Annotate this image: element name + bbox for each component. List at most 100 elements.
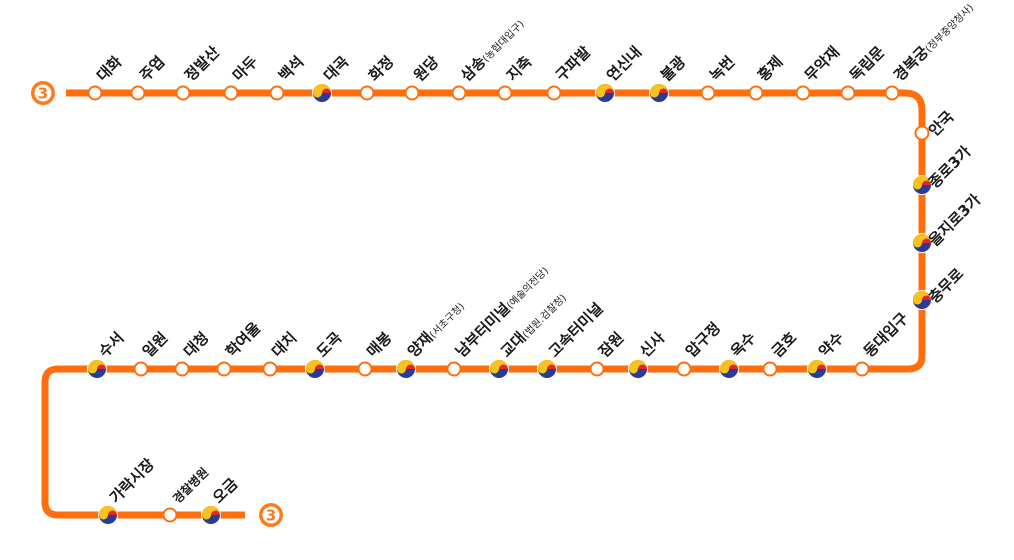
line-badge-end: 3: [259, 503, 283, 527]
station-label: 금호: [768, 328, 800, 360]
transfer-marker-icon: [201, 505, 221, 525]
station-name: 매봉: [363, 328, 395, 360]
station-label: 홍제: [754, 53, 786, 85]
station-name: 무악재: [801, 43, 843, 85]
station-label: 원당: [410, 52, 442, 84]
station-name: 옥수: [727, 328, 759, 360]
station-dot-icon: [676, 361, 692, 377]
transfer-marker-icon: [312, 83, 332, 103]
station-label: 신사: [636, 328, 668, 360]
station-label: 주엽: [136, 53, 168, 85]
station-name: 잠원: [595, 329, 627, 361]
station-name: 수서: [95, 329, 127, 361]
station-name: 을지로3가: [925, 191, 984, 250]
station-label: 지축: [503, 52, 535, 84]
station-name: 약수: [815, 328, 847, 360]
station-name: 구파발: [552, 43, 594, 85]
station-label: 불광: [657, 52, 689, 84]
station-label: 구파발: [552, 43, 594, 85]
station-dot-icon: [130, 85, 146, 101]
station-name: 지축: [503, 52, 535, 84]
transfer-marker-icon: [595, 83, 615, 103]
station-label: 일원: [139, 329, 171, 361]
transfer-marker-icon: [912, 233, 932, 253]
transfer-marker-icon: [489, 359, 509, 379]
station-name: 연신내: [603, 43, 645, 85]
station-dot-icon: [748, 85, 764, 101]
station-dot-icon: [700, 85, 716, 101]
station-label: 화정: [365, 53, 397, 85]
station-8[interactable]: 삼송(농협대입구): [451, 14, 528, 101]
station-name: 오금: [209, 474, 241, 506]
station-name: 일원: [139, 329, 171, 361]
station-subtitle: (예술의전당): [504, 265, 551, 312]
station-name: 원당: [410, 52, 442, 84]
station-name: 홍제: [754, 53, 786, 85]
station-name: 화정: [365, 53, 397, 85]
station-subtitle: (서초구청): [427, 301, 467, 341]
station-dot-icon: [262, 361, 278, 377]
station-label: 정발산: [181, 43, 223, 85]
station-name: 종로3가: [925, 142, 975, 192]
line-badge-start: 3: [31, 81, 55, 105]
transfer-marker-icon: [912, 175, 932, 195]
station-name: 녹번: [706, 53, 738, 85]
station-name: 금호: [768, 328, 800, 360]
transfer-marker-icon: [807, 359, 827, 379]
station-name: 가락시장: [106, 455, 158, 507]
station-name: 독립문: [846, 43, 888, 85]
station-name: 신사: [636, 328, 668, 360]
station-name: 경찰병원: [170, 464, 212, 506]
station-dot-icon: [223, 85, 239, 101]
station-label: 가락시장: [106, 455, 158, 507]
station-label: 옥수: [727, 328, 759, 360]
station-label: 대화: [93, 52, 125, 84]
station-name: 안국: [925, 107, 957, 139]
transfer-marker-icon: [719, 359, 739, 379]
station-dot-icon: [884, 85, 900, 101]
station-dot-icon: [175, 85, 191, 101]
transfer-marker-icon: [628, 359, 648, 379]
station-dot-icon: [162, 507, 178, 523]
station-name: 학여울: [222, 319, 264, 361]
station-label: 도곡: [313, 328, 345, 360]
station-label: 연신내: [603, 43, 645, 85]
station-dot-icon: [357, 361, 373, 377]
station-label: 매봉: [363, 328, 395, 360]
station-dot-icon: [497, 85, 513, 101]
station-label: 마두: [229, 52, 261, 84]
transfer-marker-icon: [87, 359, 107, 379]
station-label: 수서: [95, 329, 127, 361]
station-dot-icon: [840, 85, 856, 101]
svg-text:3: 3: [266, 507, 276, 525]
station-name: 정발산: [181, 43, 223, 85]
line-3-track: [41, 89, 926, 519]
svg-text:3: 3: [38, 85, 48, 103]
station-label: 학여울: [222, 319, 264, 361]
transfer-marker-icon: [912, 290, 932, 310]
station-label: 약수: [815, 328, 847, 360]
station-label: 독립문: [846, 43, 888, 85]
station-dot-icon: [546, 85, 562, 101]
station-dot-icon: [133, 361, 149, 377]
station-17[interactable]: 경복궁(정부중앙청사): [884, 0, 977, 101]
station-dot-icon: [359, 85, 375, 101]
station-dot-icon: [404, 85, 420, 101]
station-name: 동대입구: [860, 309, 912, 361]
station-label: 을지로3가: [925, 191, 984, 250]
station-name: 대치: [268, 329, 300, 361]
station-label: 안국: [925, 107, 957, 139]
station-dot-icon: [795, 85, 811, 101]
station-label: 경복궁(정부중앙청사): [890, 0, 977, 85]
station-label: 백석: [275, 53, 307, 85]
station-name: 불광: [657, 52, 689, 84]
station-dot-icon: [446, 361, 462, 377]
station-dot-icon: [87, 85, 103, 101]
transfer-marker-icon: [98, 505, 118, 525]
station-label: 대청: [180, 329, 212, 361]
station-name: 마두: [229, 52, 261, 84]
station-name: 대화: [93, 52, 125, 84]
transfer-marker-icon: [396, 359, 416, 379]
